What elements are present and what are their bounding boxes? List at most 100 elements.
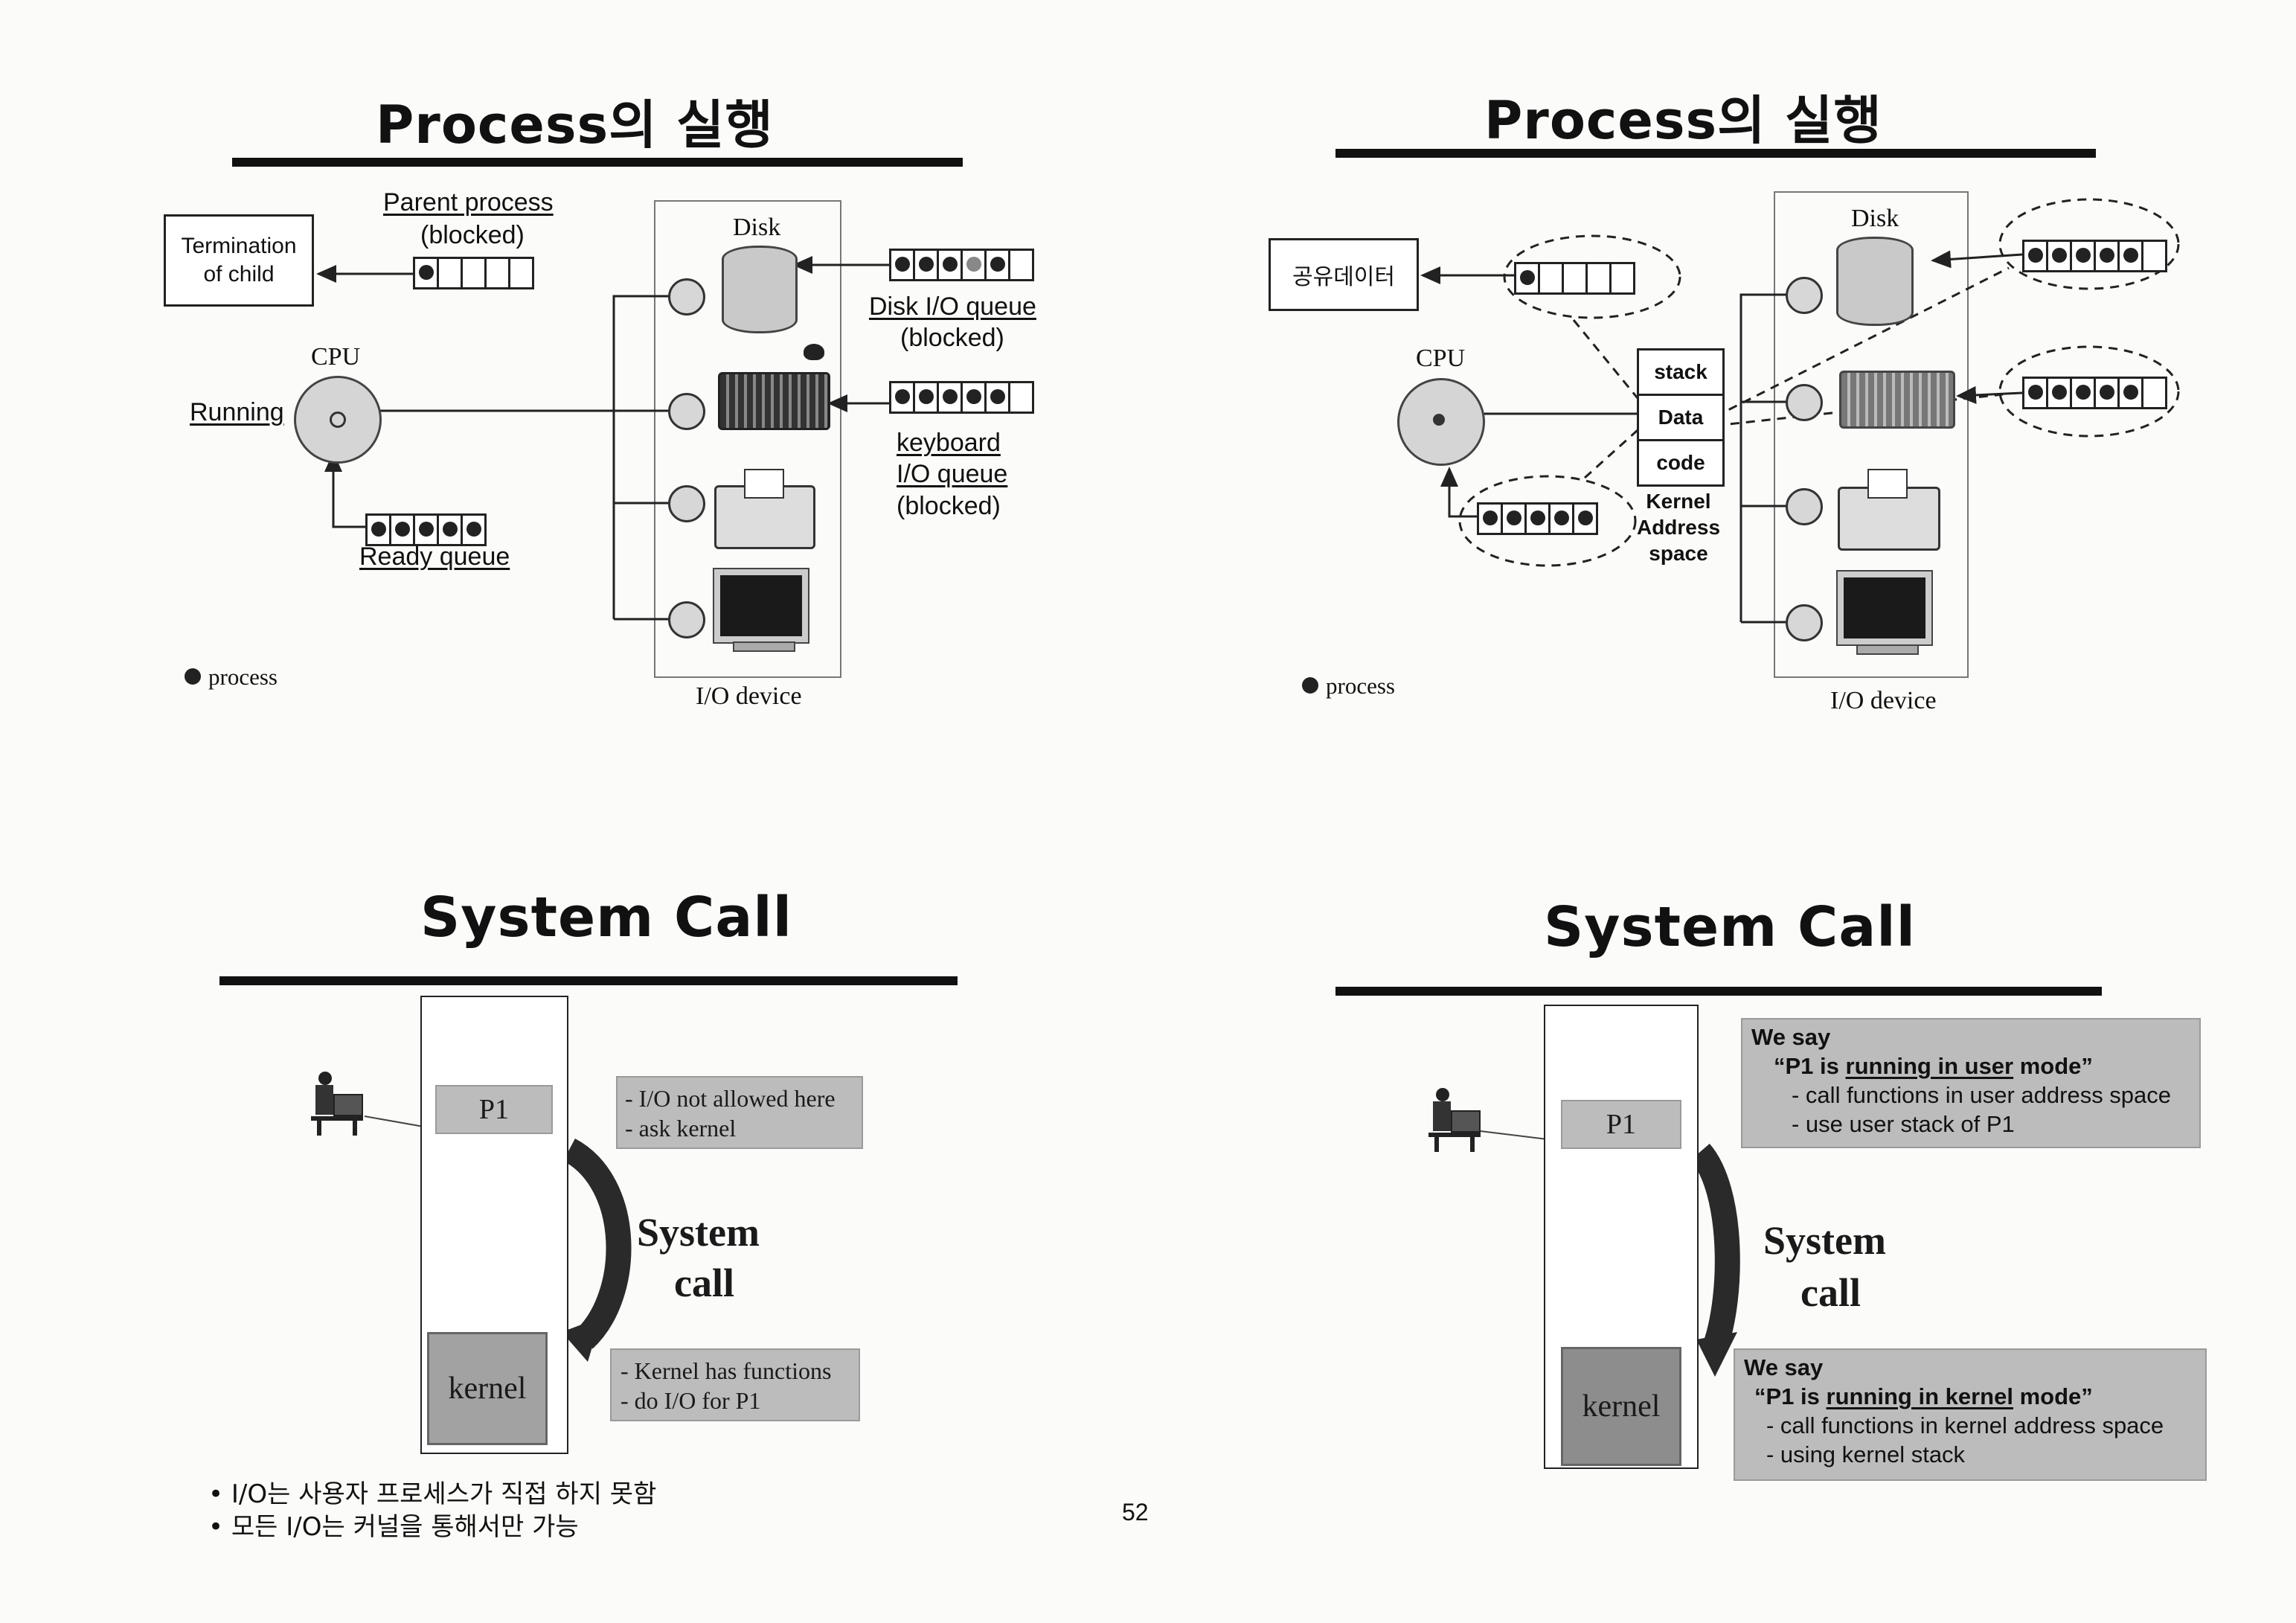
title-rule xyxy=(1335,149,2096,158)
user-we-say: We say xyxy=(1751,1024,1831,1050)
disk-label: Disk xyxy=(733,214,781,241)
bullet-2: • 모든 I/O는 커널을 통해서만 가능 xyxy=(208,1506,579,1543)
monitor-stand-icon xyxy=(1856,644,1919,655)
kernel-mode-line: “P1 is running in kernel mode” xyxy=(1744,1382,2205,1411)
user-bullet-1: - call functions in user address space xyxy=(1792,1082,2172,1108)
keyboard-io-queue xyxy=(2022,377,2167,409)
shared-data-box: 공유데이터 xyxy=(1269,238,1419,311)
user-note-line-1: - I/O not allowed here xyxy=(625,1085,836,1112)
kernel-mode-note: We say “P1 is running in kernel mode” - … xyxy=(1734,1348,2207,1481)
disk-io-queue xyxy=(889,249,1034,281)
user-bullet-2: - use user stack of P1 xyxy=(1792,1111,2015,1137)
title-rule xyxy=(1335,987,2102,996)
termination-label: Termination of child xyxy=(181,234,297,286)
user-mode-underlined: running in user xyxy=(1845,1053,2014,1079)
kernel-label: kernel xyxy=(1582,1389,1661,1424)
kernel-address-space-label: Kernel Address space xyxy=(1636,490,1721,565)
user-mode-suffix: mode” xyxy=(2013,1053,2093,1079)
printer-paper-icon xyxy=(1867,469,1908,499)
title-rule xyxy=(219,976,958,985)
p1-label: P1 xyxy=(478,1094,510,1125)
disk-icon xyxy=(1836,237,1914,326)
disk-icon xyxy=(722,246,798,333)
call-label: call xyxy=(674,1261,734,1305)
kernel-bullet-1: - call functions in kernel address space xyxy=(1766,1412,2164,1438)
ready-queue-label: Ready queue xyxy=(359,542,510,571)
ready-queue xyxy=(1477,502,1598,535)
disk-label: Disk xyxy=(1851,205,1899,232)
p1-block: P1 xyxy=(435,1085,553,1134)
p1-label: P1 xyxy=(1606,1109,1637,1140)
slide-title: Process의 실행 xyxy=(1484,90,1882,151)
keyboard-icon xyxy=(1839,371,1955,429)
kernel-data-cell: Data xyxy=(1637,394,1725,441)
io-queue-label: I/O queue xyxy=(897,460,1008,488)
kernel-block: kernel xyxy=(427,1332,548,1445)
slide-title: System Call xyxy=(420,886,792,950)
disk-port-icon xyxy=(668,278,705,316)
printer-paper-icon xyxy=(744,469,784,499)
kernel-note-line-2: - do I/O for P1 xyxy=(621,1387,761,1414)
monitor-port-icon xyxy=(668,601,705,638)
parent-process-label: Parent process xyxy=(383,188,554,217)
cpu-icon xyxy=(294,376,382,464)
user-note: - I/O not allowed here - ask kernel xyxy=(616,1076,863,1149)
user-note-line-2: - ask kernel xyxy=(625,1115,737,1142)
keyboard-label: keyboard xyxy=(897,429,1001,457)
process-legend-label: process xyxy=(208,664,278,690)
slide-title: System Call xyxy=(1544,895,1916,959)
monitor-stand-icon xyxy=(733,641,795,652)
monitor-icon xyxy=(1836,570,1933,646)
kernel-note-line-1: - Kernel has functions xyxy=(621,1357,832,1384)
cpu-icon xyxy=(1397,378,1485,466)
data-label: Data xyxy=(1658,406,1704,429)
title-rule xyxy=(232,158,963,167)
kernel-mode-suffix: mode” xyxy=(2013,1383,2093,1409)
keyboard-port-icon xyxy=(668,393,705,430)
cpu-label: CPU xyxy=(1416,345,1466,372)
process-legend-dot xyxy=(1302,677,1318,694)
kernel-block: kernel xyxy=(1561,1347,1681,1466)
disk-blocked-label: (blocked) xyxy=(900,324,1004,352)
bullet-marker: • xyxy=(208,1512,231,1542)
disk-io-queue-label: Disk I/O queue xyxy=(869,292,1036,321)
kernel-we-say: We say xyxy=(1744,1354,1824,1380)
bullet-2-text: 모든 I/O는 커널을 통해서만 가능 xyxy=(231,1512,579,1542)
io-device-label: I/O device xyxy=(1830,687,1937,714)
code-label: code xyxy=(1656,451,1705,474)
user-at-computer-icon xyxy=(1428,1088,1481,1152)
process-legend-dot xyxy=(185,668,201,685)
call-label: call xyxy=(1800,1270,1861,1315)
kernel-mode-prefix: “P1 is xyxy=(1754,1383,1827,1409)
keyboard-icon xyxy=(718,372,830,430)
page-number: 52 xyxy=(1122,1499,1149,1526)
printer-port-icon xyxy=(1786,488,1823,525)
monitor-port-icon xyxy=(1786,604,1823,641)
running-label: Running xyxy=(190,398,284,426)
shared-queue xyxy=(1514,262,1635,295)
kernel-mode-underlined: running in kernel xyxy=(1826,1383,2013,1409)
kernel-bullet-2: - using kernel stack xyxy=(1766,1441,1966,1467)
cpu-label: CPU xyxy=(311,343,361,371)
user-mode-line: “P1 is running in user mode” xyxy=(1751,1051,2199,1081)
keyboard-port-icon xyxy=(1786,384,1823,421)
bullet-1-text: I/O는 사용자 프로세스가 직접 하지 못함 xyxy=(231,1479,657,1509)
kernel-note: - Kernel has functions - do I/O for P1 xyxy=(610,1348,860,1421)
bullet-marker: • xyxy=(208,1479,231,1509)
keyboard-blocked-label: (blocked) xyxy=(897,492,1001,520)
parent-queue xyxy=(413,257,534,289)
process-legend-label: process xyxy=(1326,673,1395,699)
kernel-label: kernel xyxy=(448,1371,527,1406)
io-device-label: I/O device xyxy=(696,682,802,710)
monitor-icon xyxy=(713,568,809,644)
kernel-stack-cell: stack xyxy=(1637,348,1725,396)
mouse-icon xyxy=(804,344,824,360)
system-label: System xyxy=(1763,1218,1886,1263)
user-at-computer-icon xyxy=(311,1072,363,1136)
bullet-1: • I/O는 사용자 프로세스가 직접 하지 못함 xyxy=(208,1473,656,1510)
printer-port-icon xyxy=(668,485,705,522)
kernel-code-cell: code xyxy=(1637,439,1725,487)
system-label: System xyxy=(637,1210,760,1255)
ready-queue xyxy=(365,513,487,546)
p1-block: P1 xyxy=(1561,1100,1681,1149)
